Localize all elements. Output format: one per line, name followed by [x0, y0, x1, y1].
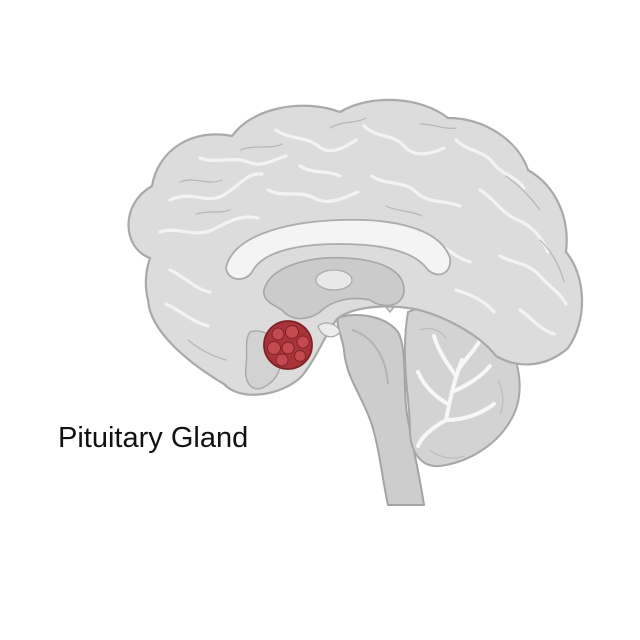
pituitary-gland [263, 320, 313, 370]
pituitary-gland-label: Pituitary Gland [58, 422, 249, 454]
thalamus [262, 256, 405, 338]
corpus-callosum [225, 218, 452, 280]
cerebrum [127, 98, 584, 396]
